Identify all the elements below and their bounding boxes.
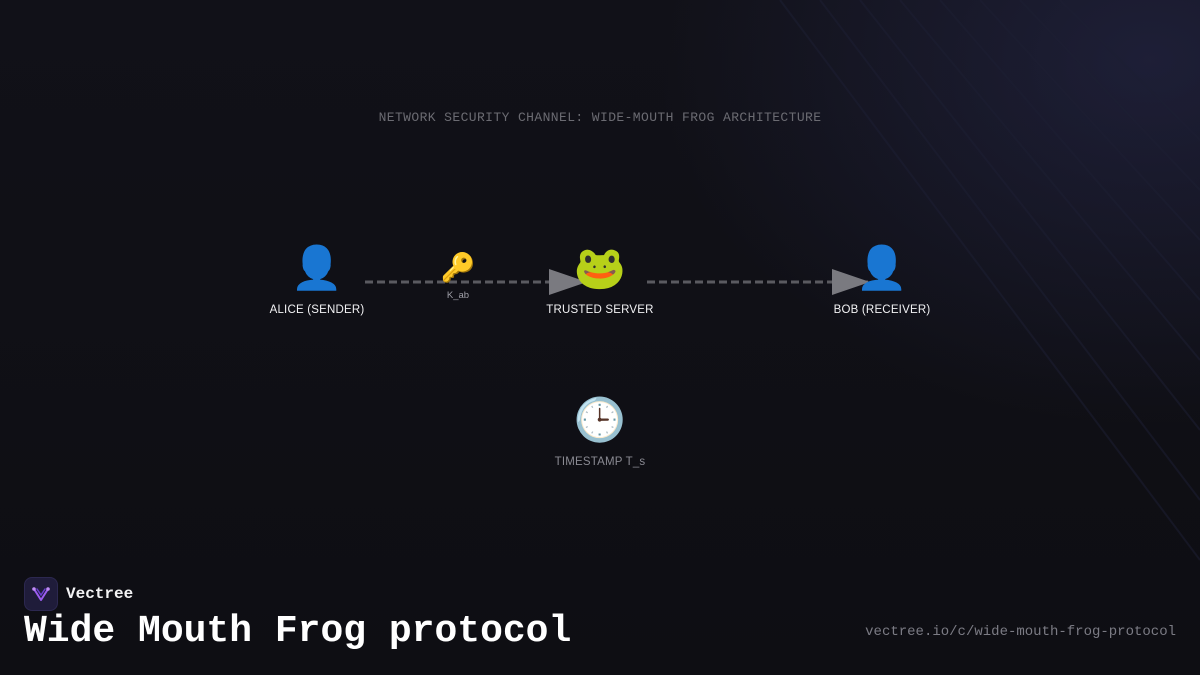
node-timestamp: 🕒 TIMESTAMP T_s [520,395,680,469]
page-title: Wide Mouth Frog protocol [24,610,572,653]
vectree-logo-icon [24,577,58,611]
brand-name: Vectree [66,585,134,603]
frog-icon: 🐸 [573,243,627,292]
key-icon: 🔑 [440,251,476,284]
page-url-link[interactable]: vectree.io/c/wide-mouth-frog-protocol [865,624,1176,640]
person-icon: 👤 [290,243,344,292]
node-server-label: TRUSTED SERVER [546,304,654,316]
node-timestamp-label: TIMESTAMP T_s [554,456,646,468]
diagram-title: NETWORK SECURITY CHANNEL: WIDE-MOUTH FRO… [378,110,822,125]
edge-key-label: K_ab [446,290,470,301]
clock-icon: 🕒 [573,395,627,444]
node-bob: 👤 BOB (RECEIVER) [802,243,962,317]
node-trusted-server: 🐸 TRUSTED SERVER [520,243,680,317]
person-icon: 👤 [855,243,909,292]
edge-key-badge: 🔑 K_ab [428,251,488,302]
brand[interactable]: Vectree [24,577,133,611]
node-bob-label: BOB (RECEIVER) [833,304,931,316]
node-alice-label: ALICE (SENDER) [269,304,365,316]
node-alice: 👤 ALICE (SENDER) [237,243,397,317]
